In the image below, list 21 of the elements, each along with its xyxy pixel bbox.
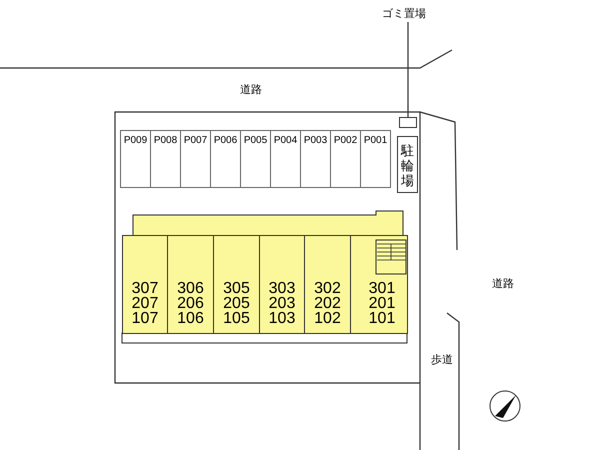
apartment-unit: 305 205 105 — [213, 235, 260, 334]
apartment-unit: 303 203 103 — [259, 235, 305, 334]
leader-line — [407, 22, 409, 117]
apartment-unit: 307 207 107 — [122, 235, 168, 334]
apartment-unit: 302 202 102 — [304, 235, 351, 334]
parking-space: P006 — [210, 130, 241, 188]
parking-space: P008 — [150, 130, 181, 188]
apartment-unit: 306 206 106 — [167, 235, 214, 334]
parking-space: P001 — [360, 130, 391, 188]
garbage-area-box — [399, 117, 417, 128]
parking-space: P004 — [270, 130, 301, 188]
parking-space: P002 — [330, 130, 361, 188]
road-label: 道路 — [240, 83, 262, 97]
parking-space: P007 — [180, 130, 211, 188]
parking-space: P003 — [300, 130, 331, 188]
parking-space: P005 — [240, 130, 271, 188]
area-label: ゴミ置場 — [382, 6, 426, 21]
parking-space: P009 — [120, 130, 151, 188]
bicycle-parking: 駐輪場 — [397, 136, 418, 193]
sidewalk-label: 歩道 — [431, 353, 453, 367]
road-label: 道路 — [492, 277, 514, 291]
